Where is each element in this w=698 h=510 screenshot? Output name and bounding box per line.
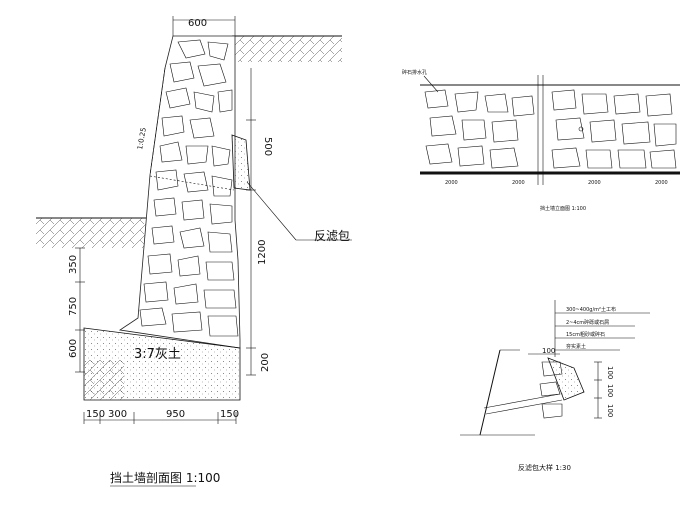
dim-left-600: 600 <box>68 339 79 358</box>
filter-label: 反滤包 <box>314 229 350 243</box>
filter-detail: 300~400g/m²土工布 2~4cm碎砾或石屑 15cm粗砂或碎石 夯实素土… <box>460 300 650 472</box>
elevation-leader <box>423 75 439 93</box>
filter-pack <box>231 134 251 191</box>
filter-leader <box>246 181 297 241</box>
ground-lower-left <box>84 360 124 400</box>
elevation-body <box>420 85 680 173</box>
slope-label: 1:0.25 <box>136 127 148 150</box>
lime-soil-label: 3:7灰土 <box>134 347 181 362</box>
slope-line <box>149 67 166 176</box>
weep-hole <box>578 126 584 132</box>
elevation-view: 碎石排水孔 2000 2000 2000 2000 挡土墙立面图 1:100 <box>402 69 680 212</box>
elevation-caption: 挡土墙立面图 1:100 <box>540 205 586 212</box>
dim-right-500: 500 <box>262 137 273 156</box>
elevation-mark-3: 2000 <box>588 180 601 186</box>
elevation-label-top: 碎石排水孔 <box>402 69 427 76</box>
ground-top-right <box>232 36 342 62</box>
dim-bottom-150b: 150 <box>220 409 239 420</box>
wall-stones <box>139 39 239 337</box>
elevation-mark-4: 2000 <box>655 180 668 186</box>
detail-title: 反滤包大样 1:30 <box>518 463 571 472</box>
detail-layer-3: 15cm粗砂或碎石 <box>566 331 605 338</box>
dim-bottom-950: 950 <box>166 409 185 420</box>
dim-top-width-text: 600 <box>188 18 207 29</box>
dim-bottom-150a: 150 <box>86 409 105 420</box>
dim-left-750: 750 <box>68 297 79 316</box>
main-section-title: 挡土墙剖面图 1:100 <box>110 471 220 485</box>
detail-layer-1: 300~400g/m²土工布 <box>566 306 616 313</box>
detail-layer-2: 2~4cm碎砾或石屑 <box>566 319 609 326</box>
dim-left-350: 350 <box>68 255 79 274</box>
dim-right-1200: 1200 <box>257 240 268 265</box>
elevation-mark-1: 2000 <box>445 180 458 186</box>
detail-dim-right-1: 100 <box>606 366 614 379</box>
elevation-stones <box>424 89 677 169</box>
detail-drain-bottom <box>485 399 563 415</box>
elevation-mark-2: 2000 <box>512 180 525 186</box>
dim-right-200: 200 <box>260 353 271 372</box>
detail-dim-right-3: 100 <box>606 404 614 417</box>
detail-drain-top <box>483 393 561 409</box>
detail-dim-right-2: 100 <box>606 384 614 397</box>
detail-dim-top-text: 100 <box>542 347 555 355</box>
dim-bottom-300: 300 <box>108 409 127 420</box>
main-section: 600 <box>36 16 352 487</box>
ground-left <box>36 218 146 248</box>
detail-filter-pack <box>547 357 585 401</box>
detail-wall-face <box>479 349 501 436</box>
detail-layer-4: 夯实素土 <box>566 343 586 350</box>
